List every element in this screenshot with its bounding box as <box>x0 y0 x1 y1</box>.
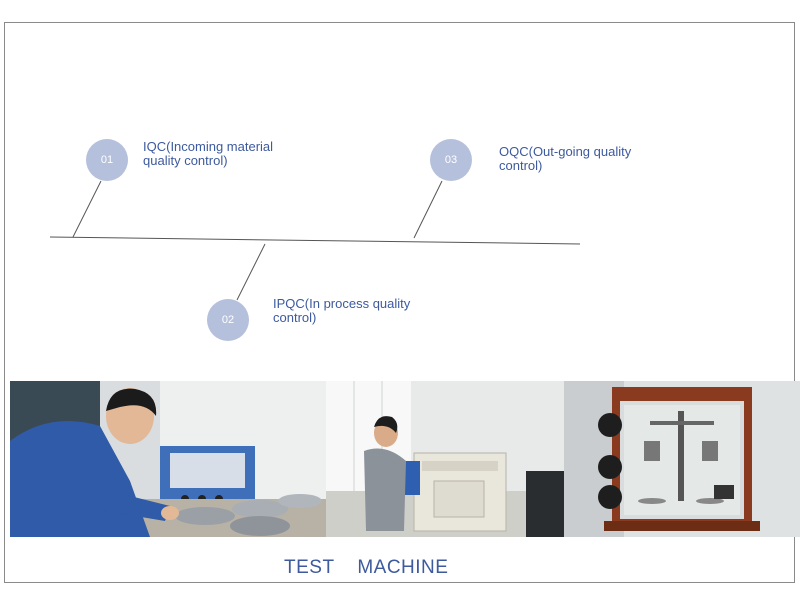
step-03-label: OQC(Out-going quality control) <box>499 144 632 173</box>
test-machine-caption: TEST MACHINE <box>284 557 449 578</box>
step-02-label: IPQC(In process quality control) <box>273 296 411 325</box>
worker-testing-flanges-photo <box>10 381 326 537</box>
step-01-number: 01 <box>100 154 114 166</box>
step-03-circle: 03 <box>430 139 472 181</box>
technician-at-test-machine-photo <box>326 381 564 537</box>
step-01-label: IQC(Incoming material quality control) <box>143 139 274 168</box>
connector-01 <box>72 180 102 238</box>
step-02-circle: 02 <box>207 299 249 341</box>
connector-02 <box>236 243 266 301</box>
step-02-number: 02 <box>221 314 235 326</box>
precision-balance-cabinet-photo <box>564 381 800 537</box>
connector-03 <box>413 180 443 239</box>
page-frame <box>4 22 795 583</box>
step-03-number: 03 <box>444 154 458 166</box>
timeline-axis <box>49 236 581 245</box>
step-01-circle: 01 <box>86 139 128 181</box>
